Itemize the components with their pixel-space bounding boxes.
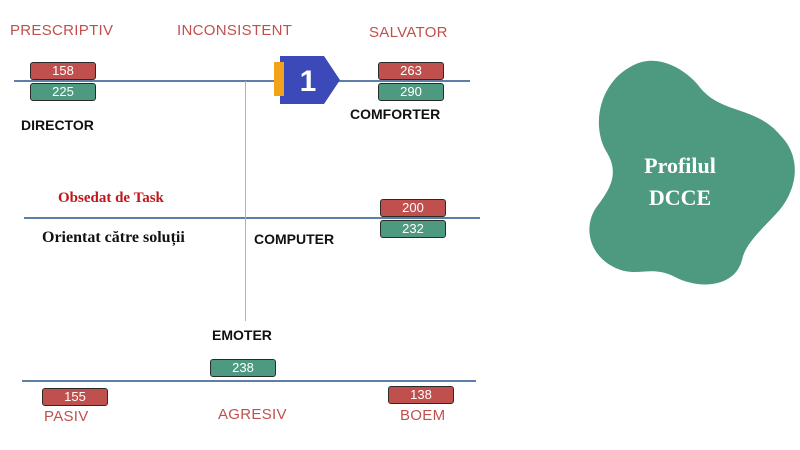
role-comforter: COMFORTER [350, 106, 441, 122]
middle-axis-line [24, 217, 480, 219]
annotation-orientat: Orientat către soluții [42, 229, 185, 246]
emoter-score-green: 238 [210, 359, 276, 377]
label-boem: BOEM [400, 407, 446, 424]
label-salvator: SALVATOR [369, 24, 448, 41]
director-score-green: 225 [30, 83, 96, 101]
boem-score-red: 138 [388, 386, 454, 404]
blob-shape [589, 60, 795, 285]
bottom-axis-line [22, 380, 476, 382]
blob-title-line1: Profilul [644, 153, 716, 178]
role-director: DIRECTOR [21, 117, 94, 133]
label-pasiv: PASIV [44, 408, 89, 425]
pasiv-score-red: 155 [42, 388, 108, 406]
label-inconsistent: INCONSISTENT [177, 22, 293, 39]
role-emoter: EMOTER [212, 327, 272, 343]
computer-score-red: 200 [380, 199, 446, 217]
director-score-red: 158 [30, 62, 96, 80]
label-agresiv: AGRESIV [218, 406, 287, 423]
blob-title-line2: DCCE [648, 185, 712, 210]
annotation-obsedat: Obsedat de Task [58, 190, 164, 206]
computer-score-green: 232 [380, 220, 446, 238]
profile-blob: Profilul DCCE [580, 55, 800, 295]
label-prescriptiv: PRESCRIPTIV [10, 22, 114, 39]
comforter-score-red: 263 [378, 62, 444, 80]
top-axis-line [14, 80, 470, 82]
role-computer: COMPUTER [254, 231, 335, 247]
vertical-axis-line [245, 81, 246, 321]
marker-number: 1 [300, 65, 317, 98]
comforter-score-green: 290 [378, 83, 444, 101]
numbered-arrow-marker-icon: 1 [274, 54, 344, 106]
